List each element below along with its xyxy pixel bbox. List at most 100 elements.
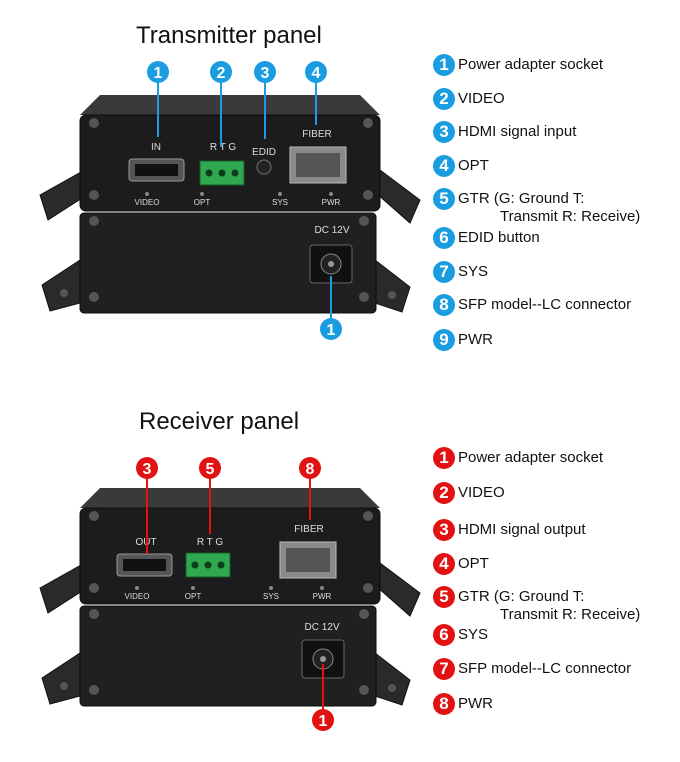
svg-text:1: 1 bbox=[154, 65, 163, 82]
legend-label: OPT bbox=[458, 157, 489, 174]
sys-led bbox=[278, 192, 282, 196]
rtg-label: R T G bbox=[210, 142, 237, 153]
callout-badge: 3 bbox=[136, 457, 158, 479]
svg-text:1: 1 bbox=[319, 713, 328, 730]
screw-icon bbox=[363, 190, 373, 200]
number-badge: 7 bbox=[433, 261, 455, 283]
callout-badge: 1 bbox=[312, 709, 334, 731]
callout-badge: 5 bbox=[199, 457, 221, 479]
edid-button bbox=[256, 159, 272, 175]
transmitter-title: Transmitter panel bbox=[136, 22, 322, 49]
number-badge: 4 bbox=[433, 155, 455, 177]
sys-label: SYS bbox=[272, 198, 288, 207]
legend-label: EDID button bbox=[458, 229, 540, 246]
pwr-label: PWR bbox=[322, 198, 341, 207]
screw-icon bbox=[359, 685, 369, 695]
screw-icon bbox=[60, 289, 68, 297]
video-label: VIDEO bbox=[125, 592, 150, 601]
number-badge: 2 bbox=[433, 88, 455, 110]
legend-label: SFP model--LC connector bbox=[458, 660, 632, 677]
video-led bbox=[145, 192, 149, 196]
receiver-device-image: OUT R T G FIBER VIDEO OPT SYS PWR DC 12V… bbox=[39, 457, 421, 731]
number-badge: 6 bbox=[433, 624, 455, 646]
dc-label: DC 12V bbox=[314, 225, 349, 236]
legend-label: GTR (G: Ground T: bbox=[458, 190, 585, 207]
transmitter-device-image: IN R T G EDID FIBER VIDEO OPT SYS PWR DC… bbox=[39, 61, 421, 340]
svg-text:3: 3 bbox=[143, 461, 152, 478]
number-badge: 1 bbox=[433, 447, 455, 469]
legend-label: HDMI signal input bbox=[458, 123, 577, 140]
number-badge: 5 bbox=[433, 188, 455, 210]
opt-led bbox=[191, 586, 195, 590]
legend-label: HDMI signal output bbox=[458, 521, 586, 538]
legend-label: Power adapter socket bbox=[458, 56, 604, 73]
number-badge: 6 bbox=[433, 227, 455, 249]
legend-label-line2: Transmit R: Receive) bbox=[500, 606, 641, 623]
number-badge: 5 bbox=[433, 586, 455, 608]
svg-text:8: 8 bbox=[306, 461, 315, 478]
opt-label: OPT bbox=[185, 592, 202, 601]
svg-text:2: 2 bbox=[217, 65, 226, 82]
svg-text:1: 1 bbox=[327, 322, 336, 339]
callout-badge: 3 bbox=[254, 61, 276, 83]
sys-led bbox=[269, 586, 273, 590]
screw-icon bbox=[89, 583, 99, 593]
legend-label: VIDEO bbox=[458, 484, 505, 501]
legend-label: SYS bbox=[458, 263, 489, 280]
svg-text:3: 3 bbox=[261, 65, 270, 82]
pwr-led bbox=[320, 586, 324, 590]
dc-label: DC 12V bbox=[304, 622, 339, 633]
callout-badge: 1 bbox=[147, 61, 169, 83]
number-badge: 8 bbox=[433, 294, 455, 316]
number-badge: 3 bbox=[433, 121, 455, 143]
legend-label: PWR bbox=[458, 331, 493, 348]
screw-icon bbox=[89, 511, 99, 521]
screw-icon bbox=[359, 216, 369, 226]
screw-icon bbox=[89, 190, 99, 200]
screw-icon bbox=[359, 292, 369, 302]
svg-text:4: 4 bbox=[312, 65, 321, 82]
callout-badge: 4 bbox=[305, 61, 327, 83]
in-label: IN bbox=[151, 142, 161, 153]
callout-badge: 2 bbox=[210, 61, 232, 83]
rtg-label: R T G bbox=[197, 537, 224, 548]
screw-icon bbox=[89, 685, 99, 695]
screw-icon bbox=[388, 684, 396, 692]
screw-icon bbox=[363, 511, 373, 521]
screw-icon bbox=[89, 609, 99, 619]
legend-label-line2: Transmit R: Receive) bbox=[500, 208, 641, 225]
video-label: VIDEO bbox=[135, 198, 160, 207]
screw-icon bbox=[363, 118, 373, 128]
number-badge: 8 bbox=[433, 693, 455, 715]
pwr-label: PWR bbox=[313, 592, 332, 601]
legend-label: GTR (G: Ground T: bbox=[458, 588, 585, 605]
legend-label: OPT bbox=[458, 555, 489, 572]
number-badge: 4 bbox=[433, 553, 455, 575]
callout-badge: 1 bbox=[320, 318, 342, 340]
screw-icon bbox=[89, 292, 99, 302]
number-badge: 7 bbox=[433, 658, 455, 680]
screw-icon bbox=[388, 291, 396, 299]
sys-label: SYS bbox=[263, 592, 279, 601]
legend-label: SFP model--LC connector bbox=[458, 296, 632, 313]
number-badge: 3 bbox=[433, 519, 455, 541]
fiber-label: FIBER bbox=[294, 524, 323, 535]
svg-text:5: 5 bbox=[206, 461, 215, 478]
legend-label: PWR bbox=[458, 695, 493, 712]
screw-icon bbox=[359, 609, 369, 619]
opt-label: OPT bbox=[194, 198, 211, 207]
